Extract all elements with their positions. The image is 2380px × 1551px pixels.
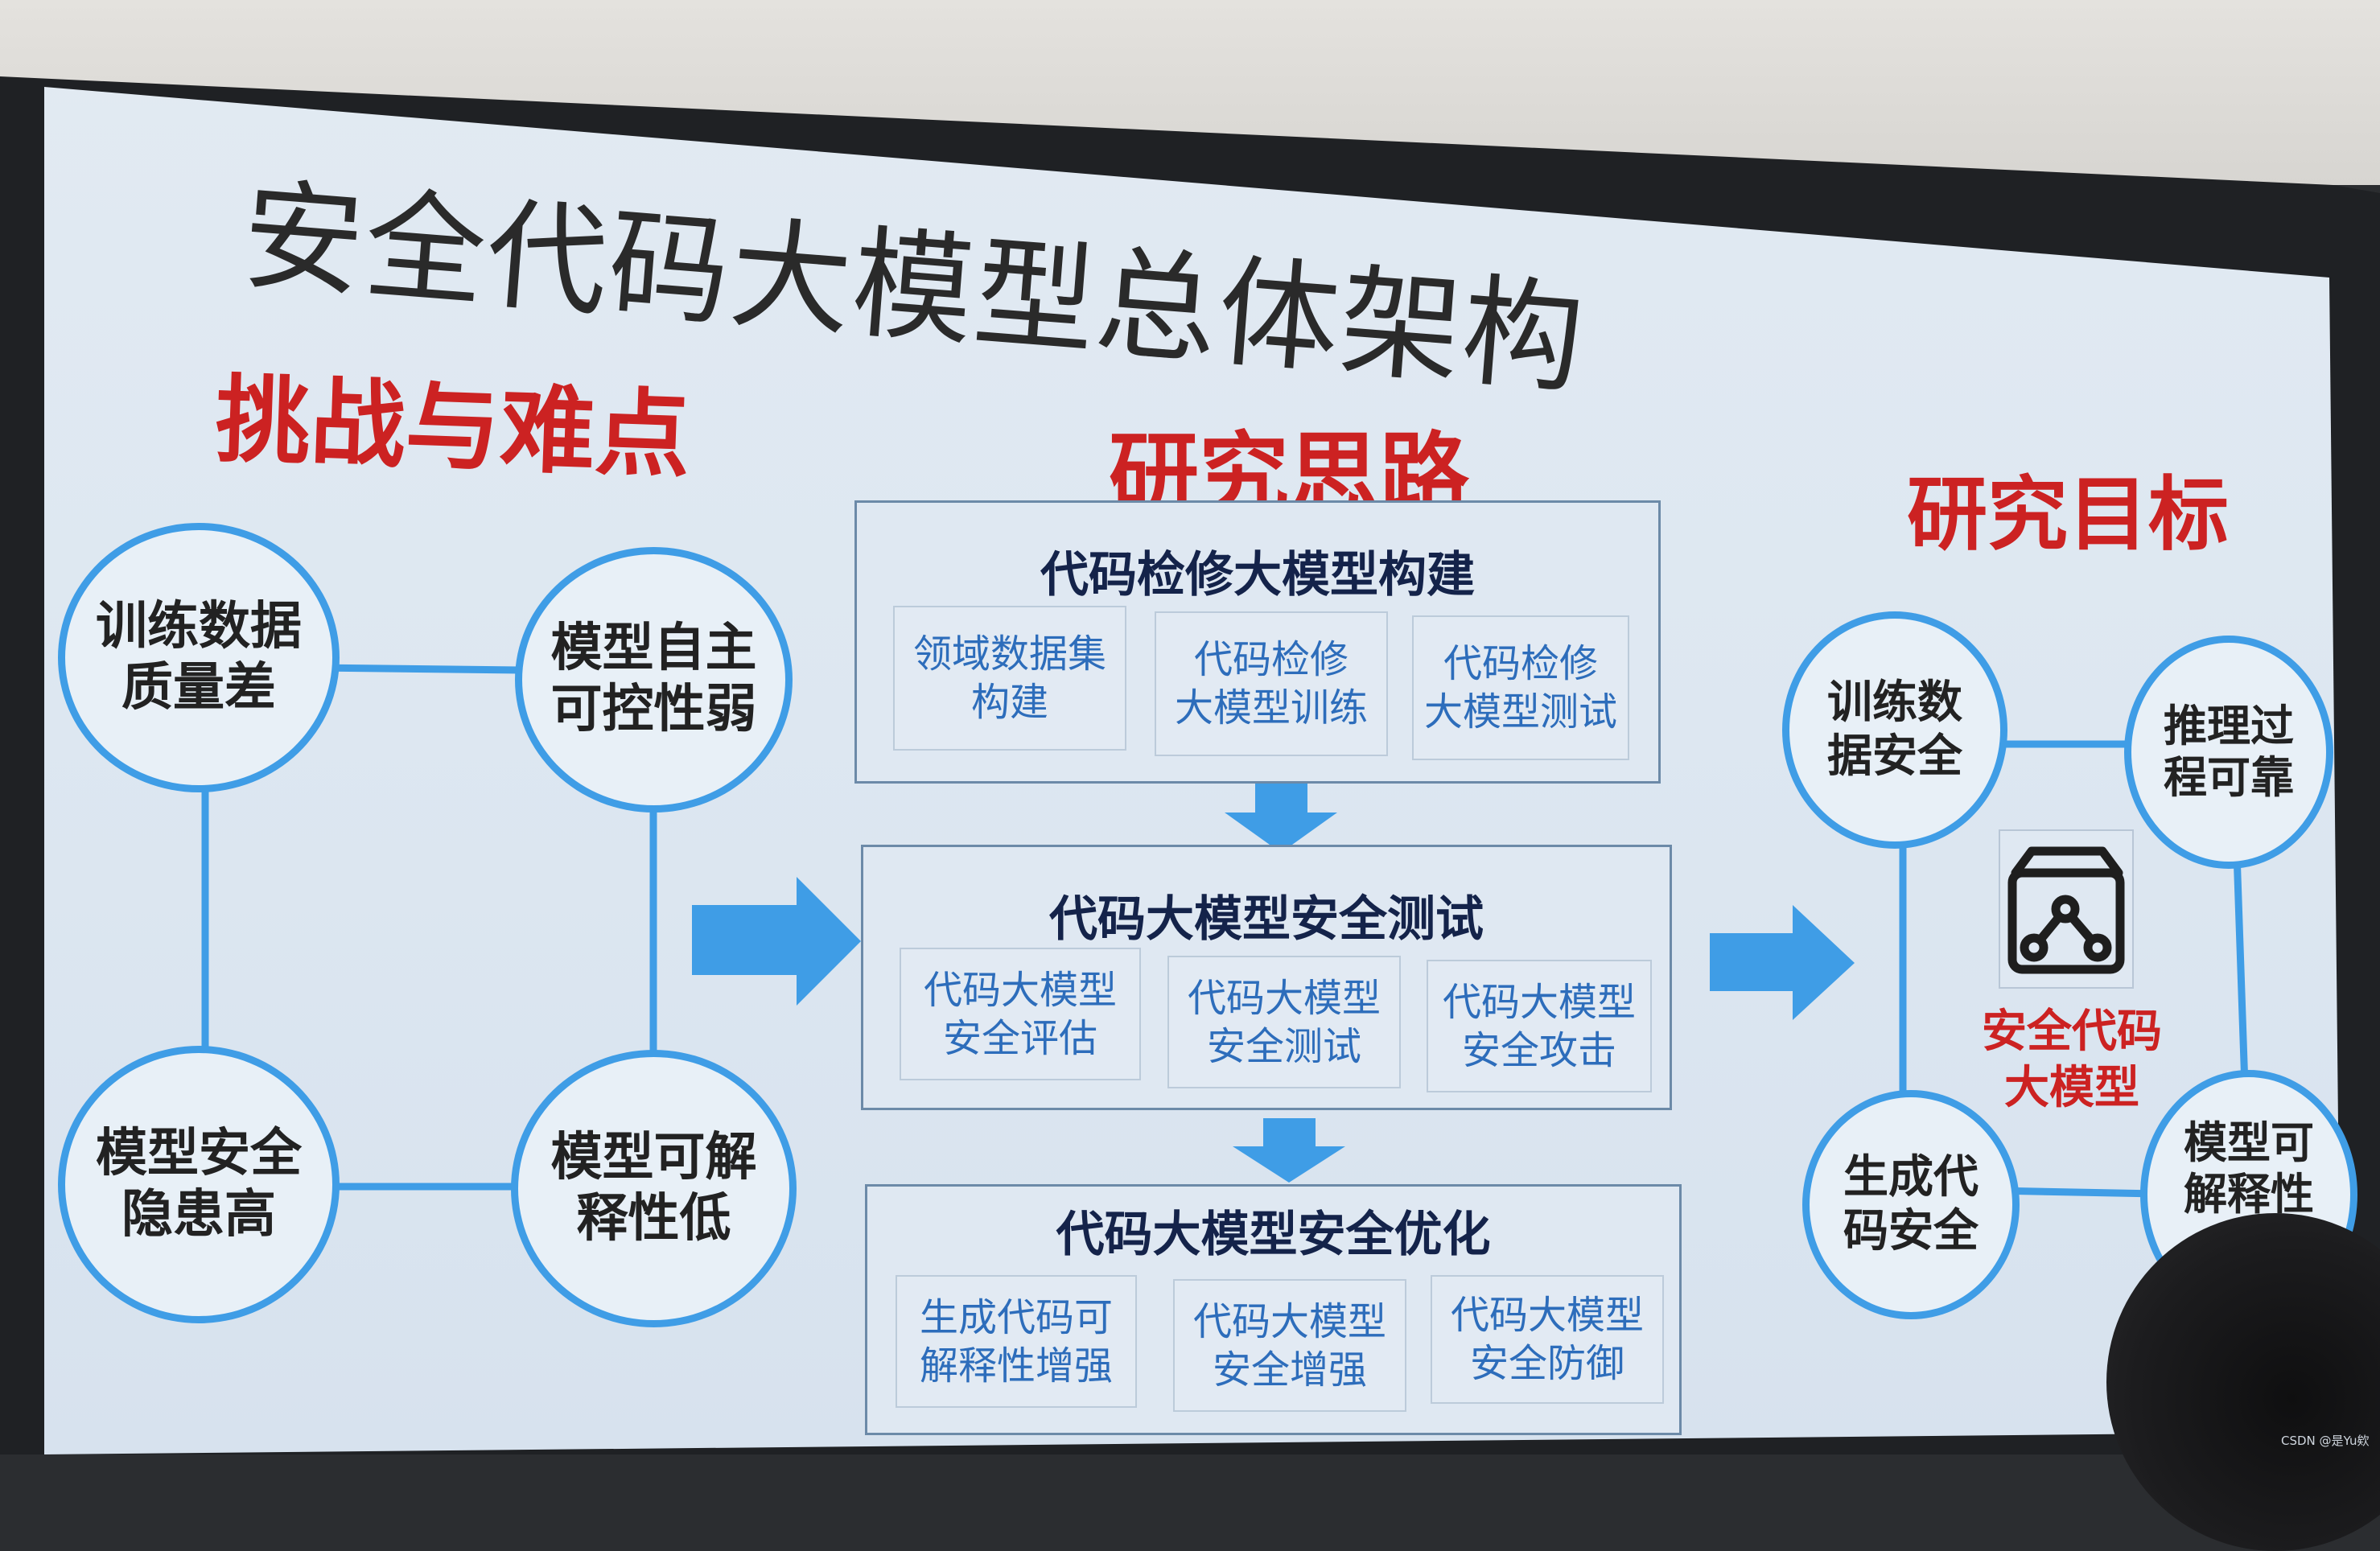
goal-label: 推理过 程可靠 [2164, 701, 2294, 803]
approach-sub-item: 代码检修 大模型训练 [1155, 611, 1388, 756]
challenge-circle: 模型可解 释性低 [511, 1050, 797, 1327]
approach-sub-item: 代码检修 大模型测试 [1412, 615, 1629, 760]
approach-sub-item: 生成代码可 解释性增强 [896, 1275, 1137, 1408]
challenge-circle: 训练数据 质量差 [58, 523, 340, 792]
section-heading-challenges: 挑战与难点 [213, 364, 693, 492]
challenge-circle: 模型自主 可控性弱 [515, 547, 793, 813]
approach-box-title: 代码大模型安全优化 [1056, 1207, 1491, 1263]
watermark: CSDN @是Yu欸 [2281, 1434, 2370, 1448]
approach-box-title: 代码检修大模型构建 [1040, 547, 1475, 603]
goal-label: 训练数 据安全 [1827, 677, 1962, 783]
approach-box: 代码大模型安全优化 生成代码可 解释性增强 代码大模型 安全增强 代码大模型 安… [865, 1184, 1682, 1435]
model-cube-icon [1999, 829, 2134, 989]
approach-sub-label: 代码检修 大模型测试 [1423, 641, 1617, 734]
down-arrow-icon [1225, 780, 1337, 853]
challenge-label: 模型安全 隐患高 [96, 1123, 302, 1245]
approach-sub-item: 代码大模型 安全评估 [900, 948, 1141, 1080]
goal-circle: 训练数 据安全 [1782, 611, 2007, 849]
connector-layer [201, 664, 2249, 1198]
section-heading-goals: 研究目标 [1907, 467, 2229, 562]
goal-label: 模型可 解释性 强 [2184, 1117, 2314, 1270]
right-arrow-icon [692, 877, 861, 1006]
challenge-circle: 模型安全 隐患高 [58, 1046, 340, 1323]
challenge-label: 模型可解 释性低 [550, 1127, 757, 1249]
approach-sub-label: 代码检修 大模型训练 [1174, 637, 1368, 730]
approach-sub-item: 代码大模型 安全防御 [1431, 1275, 1664, 1404]
connector-line [1995, 1187, 2157, 1198]
challenge-label: 模型自主 可控性弱 [550, 619, 757, 739]
approach-sub-label: 代码大模型 安全评估 [923, 967, 1117, 1061]
approach-box-title: 代码大模型安全测试 [1049, 891, 1484, 948]
challenge-label: 训练数据 质量差 [96, 596, 302, 718]
goal-label: 生成代 码安全 [1843, 1151, 1979, 1257]
approach-sub-item: 代码大模型 安全攻击 [1427, 960, 1652, 1092]
approach-sub-item: 代码大模型 安全增强 [1173, 1279, 1406, 1412]
goal-circle: 生成代 码安全 [1802, 1090, 2020, 1319]
approach-box: 代码检修大模型构建 领域数据集 构建 代码检修 大模型训练 代码检修 大模型测试 [854, 500, 1661, 784]
approach-sub-label: 代码大模型 安全攻击 [1442, 979, 1636, 1073]
goal-circle: 推理过 程可靠 [2124, 636, 2333, 869]
approach-box: 代码大模型安全测试 代码大模型 安全评估 代码大模型 安全测试 代码大模型 安全… [861, 845, 1672, 1110]
approach-sub-label: 生成代码可 解释性增强 [919, 1294, 1113, 1388]
approach-sub-item: 代码大模型 安全测试 [1167, 956, 1401, 1088]
approach-sub-item: 领域数据集 构建 [893, 606, 1126, 751]
approach-sub-label: 代码大模型 安全增强 [1192, 1298, 1386, 1393]
approach-sub-label: 领域数据集 构建 [912, 632, 1106, 725]
approach-sub-label: 代码大模型 安全防御 [1450, 1293, 1644, 1386]
connector-line [2233, 852, 2249, 1087]
down-arrow-icon [1233, 1118, 1345, 1183]
approach-sub-label: 代码大模型 安全测试 [1187, 975, 1381, 1069]
connector-line [313, 664, 524, 674]
goal-center-label: 安全代码 大模型 [1982, 1006, 2162, 1114]
right-arrow-icon [1710, 905, 1855, 1020]
